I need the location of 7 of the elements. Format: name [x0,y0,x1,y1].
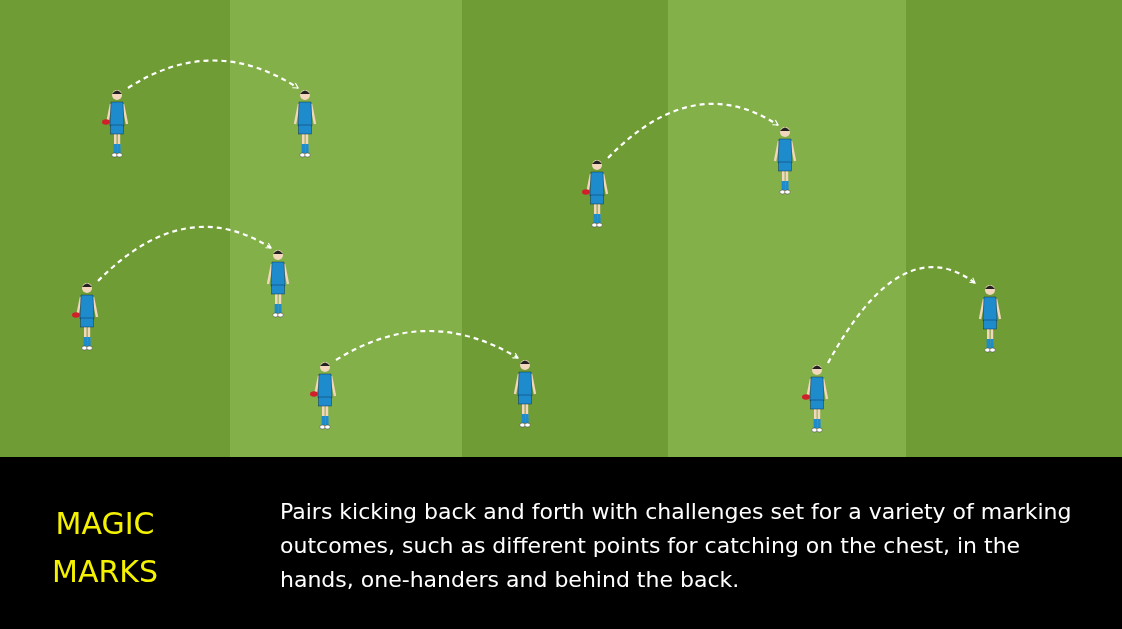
kick-arrow [827,266,976,364]
title: MAGIC MARKS [51,505,159,591]
kick-arrow [335,329,519,361]
caption: Pairs kicking back and forth with challenges set for a variety of marking outcomes, such as different points for catching on the chest, in the hands, one-handers and behind the back. [280,498,1073,594]
kick-arrow [97,225,272,282]
kick-arrow [607,102,779,159]
kick-arrow [127,59,299,89]
